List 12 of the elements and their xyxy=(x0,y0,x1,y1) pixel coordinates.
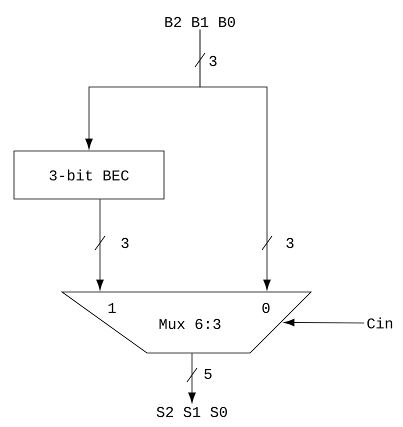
signal-label: Cin xyxy=(367,318,392,328)
arrow xyxy=(188,353,196,404)
signal-label: S2 S1 S0 xyxy=(156,406,227,418)
edge-label: 5 xyxy=(204,369,212,379)
signal-label: B2 B1 B0 xyxy=(165,16,235,28)
edge-label: 3 xyxy=(286,238,294,248)
arrow xyxy=(96,199,104,290)
edge-label: 3 xyxy=(121,238,129,248)
process-box: 3-bit BEC xyxy=(14,150,164,200)
arrow xyxy=(200,29,271,290)
edge-label: 3 xyxy=(209,56,217,66)
arrow xyxy=(284,318,365,326)
